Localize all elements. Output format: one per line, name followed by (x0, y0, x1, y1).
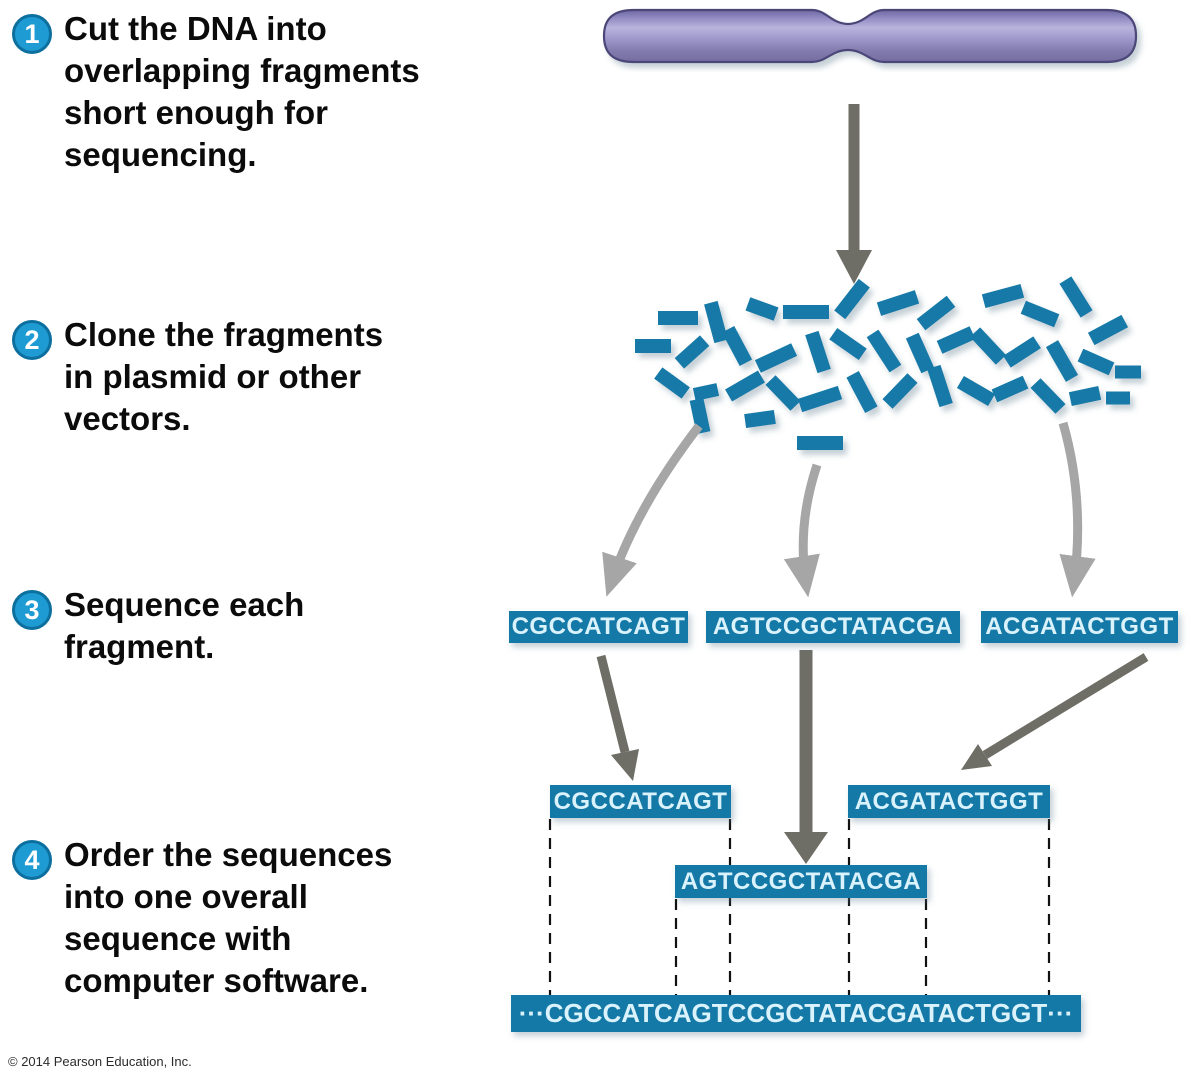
fragment-sequence-box-2: AGTCCGCTATACGA (706, 611, 960, 643)
dna-fragment (936, 326, 976, 354)
curved-arrow-right-icon (1058, 421, 1096, 598)
dna-fragment (635, 339, 671, 353)
clone-step-arrow-icons (602, 421, 1096, 598)
curved-arrow-middle-icon (783, 463, 822, 598)
dna-fragment (1087, 314, 1129, 346)
dna-fragments-scatter (635, 276, 1141, 450)
step-4-number: 4 (24, 844, 40, 875)
dna-fragment (1115, 365, 1141, 379)
dna-fragment (905, 332, 935, 374)
dna-fragment (674, 335, 710, 369)
dna-fragment (654, 367, 690, 399)
dna-fragment (745, 297, 779, 321)
align-arrow-middle-icon (784, 650, 828, 864)
dna-fragment (927, 364, 953, 408)
dna-fragment (658, 311, 698, 325)
dna-fragment (805, 330, 831, 374)
alignment-dashed-lines (548, 819, 1051, 995)
dna-fragment (1045, 340, 1079, 382)
dna-fragment (797, 436, 843, 450)
step-1-badge: 1 (12, 14, 52, 54)
dna-fragment (846, 371, 878, 413)
step-1-number: 1 (24, 18, 40, 49)
assembled-sequence-bar: ···CGCCATCAGTCCGCTATACGATACTGGT··· (511, 995, 1081, 1032)
step-3-badge: 3 (12, 590, 52, 630)
dna-fragment (882, 373, 918, 409)
dna-fragment (1068, 386, 1102, 406)
dna-fragment (744, 409, 776, 429)
dna-fragment (969, 327, 1007, 365)
chromosome-illustration (602, 8, 1138, 64)
dna-fragment (725, 370, 765, 402)
step-4-badge: 4 (12, 840, 52, 880)
aligned-sequence-box-3: ACGATACTGGT (848, 785, 1050, 818)
dna-fragment (866, 329, 902, 373)
step-3-number: 3 (24, 594, 40, 625)
order-step-arrow-icons (596, 650, 1149, 864)
step-2-number: 2 (24, 324, 40, 355)
dna-fragment (754, 343, 798, 373)
dna-fragment (783, 305, 829, 319)
dna-fragment (916, 295, 956, 331)
dna-fragment (765, 375, 801, 411)
fragment-sequence-box-1: CGCCATCAGT (509, 611, 688, 643)
dna-fragment (1030, 378, 1066, 414)
dna-fragment (991, 375, 1029, 403)
align-arrow-left-icon (596, 654, 639, 781)
dna-fragment (981, 284, 1025, 308)
dna-fragment (797, 385, 843, 413)
dna-fragment (834, 278, 870, 320)
aligned-sequence-box-2: AGTCCGCTATACGA (675, 865, 927, 898)
align-arrow-right-icon (961, 653, 1149, 770)
aligned-sequence-box-1: CGCCATCAGT (550, 785, 731, 818)
dna-fragment (829, 327, 867, 361)
dna-fragment (876, 290, 920, 316)
dna-fragment (1077, 348, 1115, 376)
dna-fragment (1059, 276, 1093, 318)
dna-fragment (1106, 391, 1130, 405)
dna-fragment (1003, 336, 1041, 368)
dna-fragment (1020, 300, 1060, 328)
copyright-notice: © 2014 Pearson Education, Inc. (8, 1054, 192, 1069)
step-2-badge: 2 (12, 320, 52, 360)
fragment-sequence-box-3: ACGATACTGGT (981, 611, 1178, 643)
dna-fragment (956, 375, 996, 407)
dna-fragment (692, 383, 720, 401)
curved-arrow-left-icon (602, 423, 703, 597)
cut-step-arrow-icon (836, 104, 872, 284)
dna-fragment (721, 325, 753, 367)
